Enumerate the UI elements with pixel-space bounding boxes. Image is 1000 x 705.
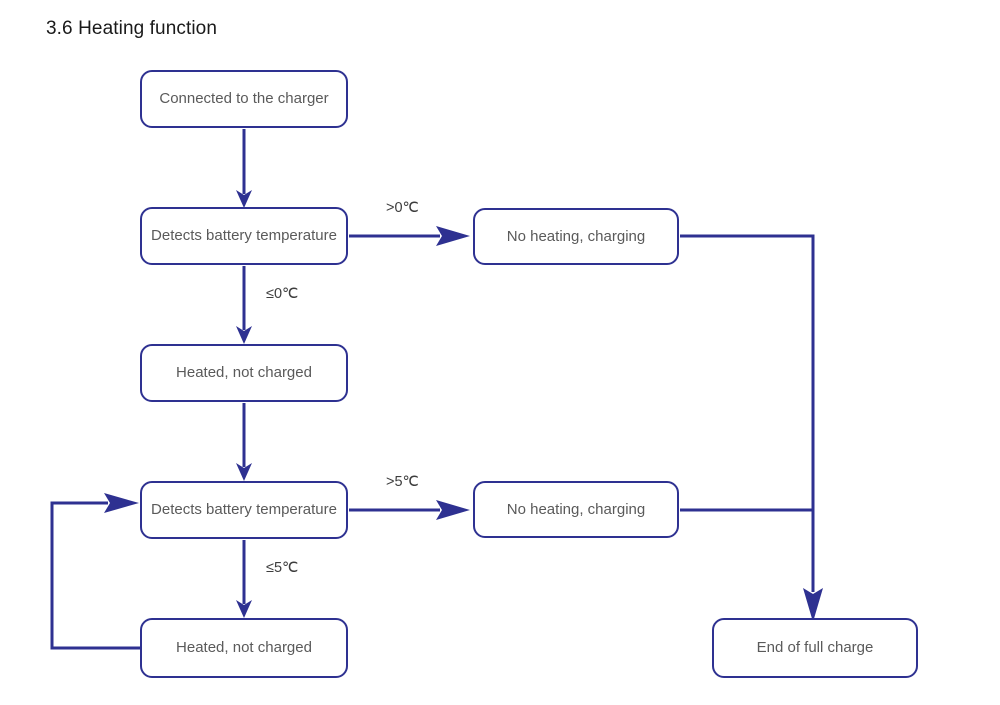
edge-detect2-to-no-heating-2 — [349, 500, 470, 520]
edge-heated1-to-detect2 — [236, 403, 252, 481]
node-no-heating-charging-2[interactable]: No heating, charging — [473, 481, 679, 538]
node-heated-not-charged-1[interactable]: Heated, not charged — [140, 344, 348, 402]
edge-label-less-equal-5c: ≤5℃ — [266, 560, 299, 576]
node-label: Heated, not charged — [176, 364, 312, 382]
node-label: End of full charge — [756, 639, 874, 657]
node-label: Connected to the charger — [159, 90, 329, 108]
node-detects-battery-temperature-2[interactable]: Detects battery temperature — [140, 481, 348, 539]
page-title: 3.6 Heating function — [46, 18, 218, 39]
edge-label-less-equal-0c: ≤0℃ — [266, 286, 299, 302]
edge-detect1-to-no-heating-1 — [349, 226, 470, 246]
node-label: Heated, not charged — [176, 639, 312, 657]
node-label: Detects battery temperature — [151, 501, 337, 519]
node-label: No heating, charging — [506, 227, 646, 245]
edge-heated2-loop-to-detect2 — [50, 493, 140, 650]
node-connected-to-charger[interactable]: Connected to the charger — [140, 70, 348, 128]
edge-label-greater-than-0c: >0℃ — [386, 200, 419, 216]
edge-label-greater-than-5c: >5℃ — [386, 474, 419, 490]
edge-detect2-to-heated2 — [236, 540, 252, 618]
node-heated-not-charged-2[interactable]: Heated, not charged — [140, 618, 348, 678]
node-detects-battery-temperature-1[interactable]: Detects battery temperature — [140, 207, 348, 265]
edge-connected-to-detect1 — [236, 129, 252, 208]
node-end-of-full-charge[interactable]: End of full charge — [712, 618, 918, 678]
node-label: Detects battery temperature — [151, 227, 337, 245]
node-no-heating-charging-1[interactable]: No heating, charging — [473, 208, 679, 265]
edge-detect1-to-heated1 — [236, 266, 252, 344]
node-label: No heating, charging — [506, 500, 646, 518]
edge-no-heating-1-to-end — [680, 234, 823, 622]
